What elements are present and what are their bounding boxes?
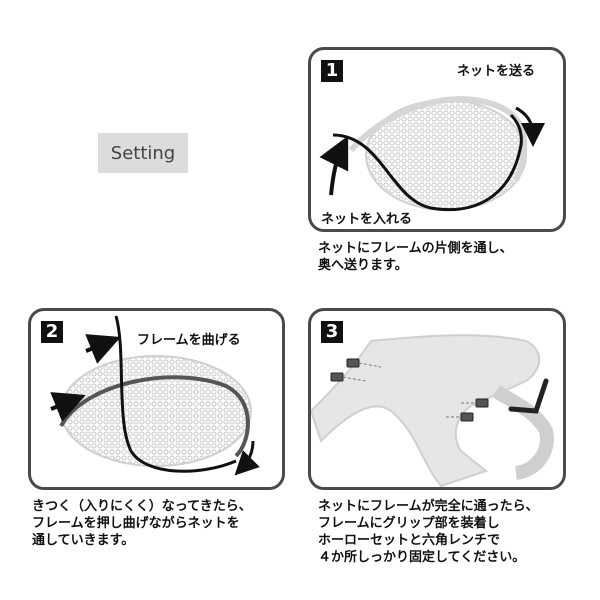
insert-arrow — [331, 150, 341, 195]
label-insert-net: ネットを入れる — [321, 208, 412, 227]
step-3-caption: ネットにフレームが完全に通ったら、 フレームにグリップ部を装着し ホーローセット… — [318, 498, 539, 566]
caption-line: フレームにグリップ部を装着し — [318, 515, 539, 532]
caption-line: 奥へ送ります。 — [318, 257, 513, 274]
label-send-net: ネットを送る — [457, 60, 535, 79]
label-bend-frame: フレームを曲げる — [137, 329, 241, 348]
caption-line: ４か所しっかり固定してください。 — [318, 549, 539, 566]
caption-line: きつく（入りにくく）なってきたら、 — [32, 498, 252, 515]
net-shape — [61, 356, 251, 466]
caption-line: ホーローセットと六角レンチで — [318, 532, 539, 549]
caption-line: フレームを押し曲げながらネットを — [32, 515, 252, 532]
step-2-caption: きつく（入りにくく）なってきたら、 フレームを押し曲げながらネットを 通していき… — [32, 498, 252, 549]
step-2-panel: 2 フレームを曲げる — [28, 308, 285, 490]
setting-label: Setting — [98, 133, 188, 173]
push-arrow-top — [86, 343, 106, 351]
grip-part — [311, 335, 539, 486]
caption-line: ネットにフレームの片側を通し、 — [318, 240, 513, 257]
caption-line: ネットにフレームが完全に通ったら、 — [318, 498, 539, 515]
step-1-panel: 1 ネットを送る ネットを入れる — [308, 47, 566, 232]
step-3-panel: 3 — [308, 308, 566, 490]
step-1-caption: ネットにフレームの片側を通し、 奥へ送ります。 — [318, 240, 513, 274]
caption-line: 通していきます。 — [32, 532, 252, 549]
step-3-illustration — [311, 311, 566, 490]
